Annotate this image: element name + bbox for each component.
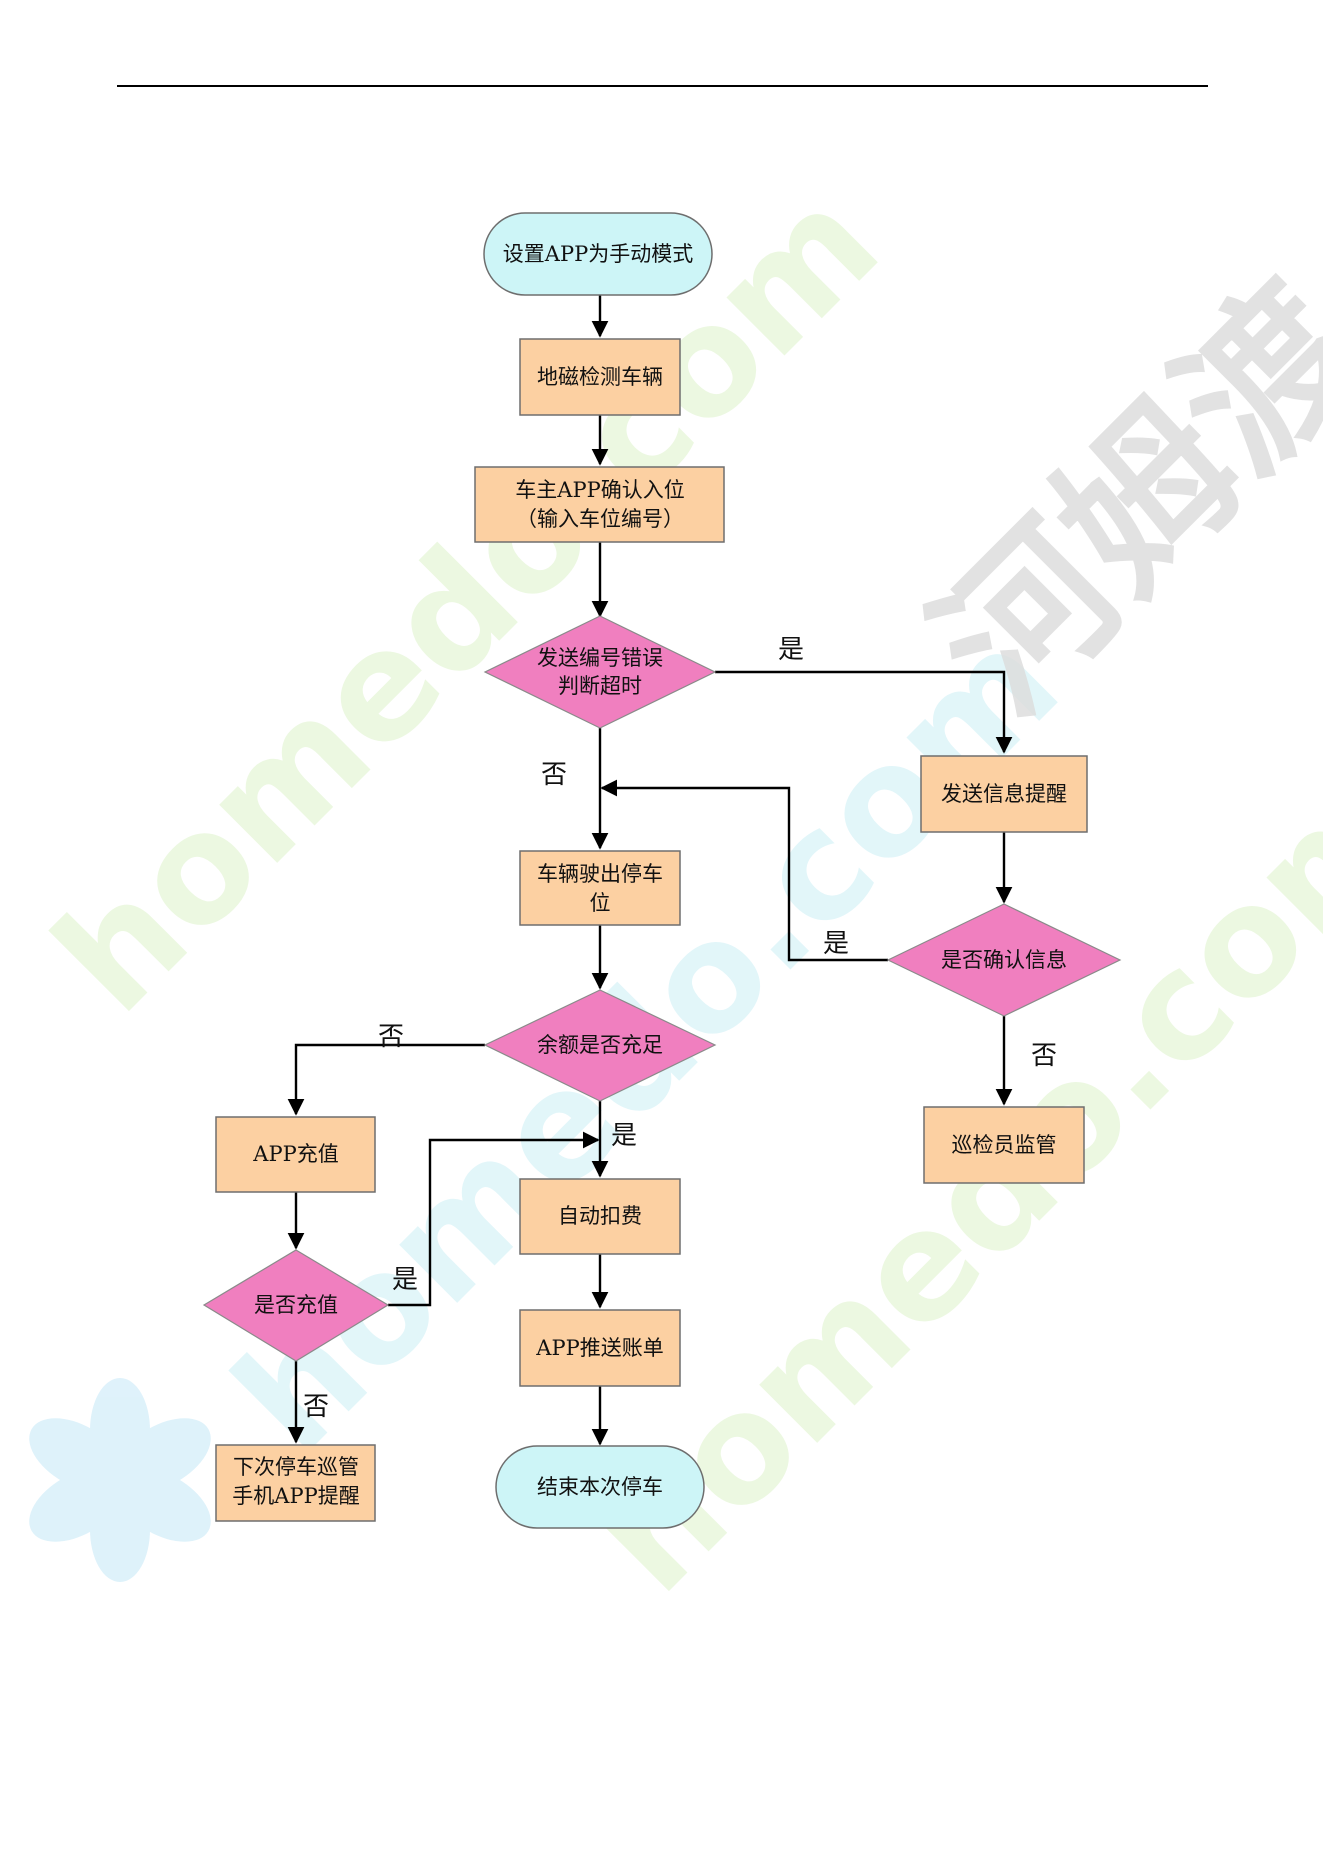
label-balance-no: 否	[378, 1022, 404, 1052]
node-labels: 设置APP为手动模式 地磁检测车辆 车主APP确认入位 （输入车位编号） 发送编…	[232, 242, 1067, 1508]
node-start	[483, 212, 713, 296]
node-next-remind-line1: 下次停车巡管	[233, 1455, 359, 1479]
node-confirm-entry	[474, 466, 725, 543]
node-auto-deduct-label: 自动扣费	[558, 1204, 642, 1228]
node-inspector	[923, 1106, 1085, 1184]
node-check-timeout	[483, 615, 717, 729]
nodes	[202, 212, 1122, 1529]
header-rule	[117, 85, 1208, 87]
node-recharged	[202, 1249, 390, 1362]
node-leave-line2: 位	[590, 891, 611, 915]
node-geomag	[519, 338, 681, 416]
node-leave	[519, 850, 681, 926]
node-check-timeout-line1: 发送编号错误	[537, 646, 663, 670]
node-push-bill	[519, 1309, 681, 1387]
node-send-reminder	[920, 755, 1088, 833]
watermark-brand: 河姆渡	[899, 248, 1323, 749]
node-end-label: 结束本次停车	[537, 1475, 663, 1499]
node-start-label: 设置APP为手动模式	[503, 242, 693, 266]
node-geomag-label: 地磁检测车辆	[537, 365, 663, 389]
node-recharge-label: APP充值	[252, 1142, 338, 1166]
node-balance	[483, 989, 717, 1102]
node-recharge	[215, 1116, 376, 1193]
label-balance-yes: 是	[611, 1121, 637, 1151]
node-auto-deduct	[519, 1178, 681, 1255]
node-next-remind	[215, 1444, 376, 1522]
node-confirm-info	[886, 903, 1122, 1017]
edges	[287, 295, 1013, 1446]
edge-check-yes	[715, 670, 1013, 754]
label-recharged-yes: 是	[392, 1265, 418, 1295]
node-check-timeout-line2: 判断超时	[558, 674, 642, 698]
node-send-reminder-label: 发送信息提醒	[941, 782, 1067, 806]
edge-confirm-yes	[600, 779, 888, 962]
label-confirm-no: 否	[1031, 1041, 1057, 1071]
node-confirm-entry-line1: 车主APP确认入位	[515, 478, 684, 502]
edge-labels: 是 否 是 否 否 是 是 否	[303, 635, 1057, 1422]
node-next-remind-line2: 手机APP提醒	[232, 1484, 359, 1508]
edge-balance-no	[287, 1043, 485, 1116]
node-balance-label: 余额是否充足	[537, 1033, 663, 1057]
node-inspector-label: 巡检员监管	[952, 1133, 1057, 1157]
edge-recharged-yes	[388, 1131, 600, 1307]
flower-logo	[29, 1378, 211, 1582]
label-timeout-yes: 是	[778, 635, 804, 665]
label-recharged-no: 否	[303, 1392, 329, 1422]
node-recharged-label: 是否充值	[254, 1293, 338, 1317]
label-confirm-yes: 是	[823, 929, 849, 959]
node-leave-line1: 车辆驶出停车	[537, 862, 663, 886]
node-end	[495, 1445, 705, 1529]
label-timeout-no: 否	[541, 760, 567, 790]
node-confirm-entry-line2: （输入车位编号）	[516, 507, 684, 531]
node-push-bill-label: APP推送账单	[535, 1336, 663, 1360]
node-confirm-info-label: 是否确认信息	[941, 948, 1067, 972]
